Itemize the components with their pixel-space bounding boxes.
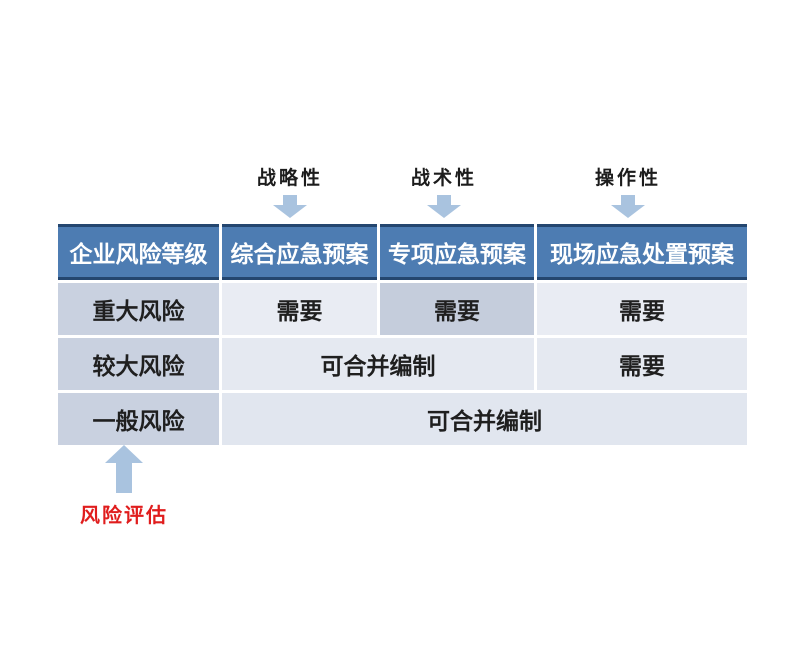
operational-label: 操作性 — [594, 167, 661, 189]
risk-plan-matrix-table: 企业风险等级 综合应急预案 专项应急预案 现场应急处置预案 重大风险 需要 需要… — [58, 224, 747, 445]
pointer-operational: 操作性 — [548, 163, 708, 218]
header-comprehensive-plan: 综合应急预案 — [222, 224, 377, 280]
row-label-major-risk: 重大风险 — [58, 283, 219, 335]
tactical-label: 战术性 — [410, 167, 477, 189]
risk-assessment-label: 风险评估 — [80, 503, 168, 527]
header-special-plan: 专项应急预案 — [380, 224, 534, 280]
pointer-tactical: 战术性 — [364, 163, 524, 218]
cell-major-comprehensive: 需要 — [222, 283, 377, 335]
row-label-larger-risk: 较大风险 — [58, 338, 219, 390]
arrow-down-icon — [427, 195, 461, 218]
strategic-label: 战略性 — [256, 167, 323, 189]
cell-major-onsite: 需要 — [537, 283, 747, 335]
cell-general-merged-compilation: 可合并编制 — [222, 393, 747, 445]
header-risk-level: 企业风险等级 — [58, 224, 219, 280]
arrow-up-icon — [105, 445, 143, 493]
header-onsite-plan: 现场应急处置预案 — [537, 224, 747, 280]
risk-assessment-pointer: 风险评估 — [54, 445, 194, 528]
cell-major-special-highlighted: 需要 — [380, 283, 534, 335]
row-label-general-risk: 一般风险 — [58, 393, 219, 445]
pointer-strategic: 战略性 — [210, 163, 370, 218]
cell-larger-merged-compilation: 可合并编制 — [222, 338, 534, 390]
arrow-down-icon — [273, 195, 307, 218]
cell-larger-onsite: 需要 — [537, 338, 747, 390]
arrow-down-icon — [611, 195, 645, 218]
